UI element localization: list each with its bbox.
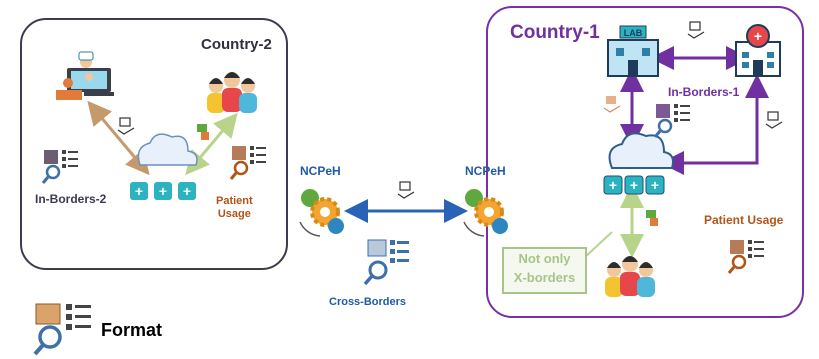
patient-usage-line-2: Usage [217, 208, 251, 220]
note-line-1: Not only [518, 251, 571, 266]
in-borders-2-label: In-Borders-2 [35, 192, 107, 206]
format-legend-label: Format [101, 320, 163, 340]
patients-to-cloud-arrow [185, 112, 238, 176]
ncpeh-right-label: NCPeH [465, 164, 506, 178]
hand-share-icon [117, 21, 783, 199]
hospital-icon: + [735, 24, 781, 77]
patient-group-icon [207, 72, 257, 113]
country-1-region [486, 6, 804, 318]
hospital-to-cloud-arrow [660, 74, 769, 175]
ncpeh-left-label: NCPeH [300, 164, 341, 178]
svg-text:+: + [159, 183, 167, 199]
cloud-network-icon: + + + [603, 132, 674, 195]
svg-text:+: + [609, 177, 617, 193]
doctor-to-cloud-arrow [87, 100, 150, 176]
svg-text:+: + [651, 177, 659, 193]
not-only-x-borders-note: Not only X-borders [502, 247, 587, 294]
patient-usage-line-1: Patient [216, 195, 253, 207]
note-line-2: X-borders [513, 270, 576, 285]
hand-share-icon [197, 96, 658, 226]
note-pointer-line [583, 231, 613, 259]
patient-usage-label: Patient Usage [216, 195, 253, 221]
data-format-icon [41, 150, 78, 184]
svg-text:+: + [135, 183, 143, 199]
data-format-icon [363, 239, 409, 286]
country-2-region [20, 18, 288, 270]
country-1-title: Country-1 [510, 22, 600, 43]
data-format-icon [653, 104, 690, 138]
in-borders-1-label: In-Borders-1 [668, 85, 740, 99]
data-format-icon [727, 240, 764, 274]
patient-usage-right-label: Patient Usage [704, 213, 784, 227]
svg-text:+: + [754, 28, 762, 44]
gear-icon [463, 189, 508, 237]
cross-borders-label: Cross-Borders [329, 296, 407, 308]
doctor-consultation-icon [56, 51, 114, 100]
lab-building-icon: LAB [607, 25, 659, 77]
country-2-title: Country-2 [201, 36, 272, 53]
lab-sign: LAB [624, 28, 643, 38]
svg-text:+: + [183, 183, 191, 199]
svg-text:+: + [630, 177, 638, 193]
gear-icon [299, 189, 344, 237]
patient-group-icon [605, 256, 655, 297]
cloud-network-icon: + + + [130, 133, 198, 200]
format-legend-icon [33, 303, 91, 356]
data-format-icon [229, 146, 266, 180]
